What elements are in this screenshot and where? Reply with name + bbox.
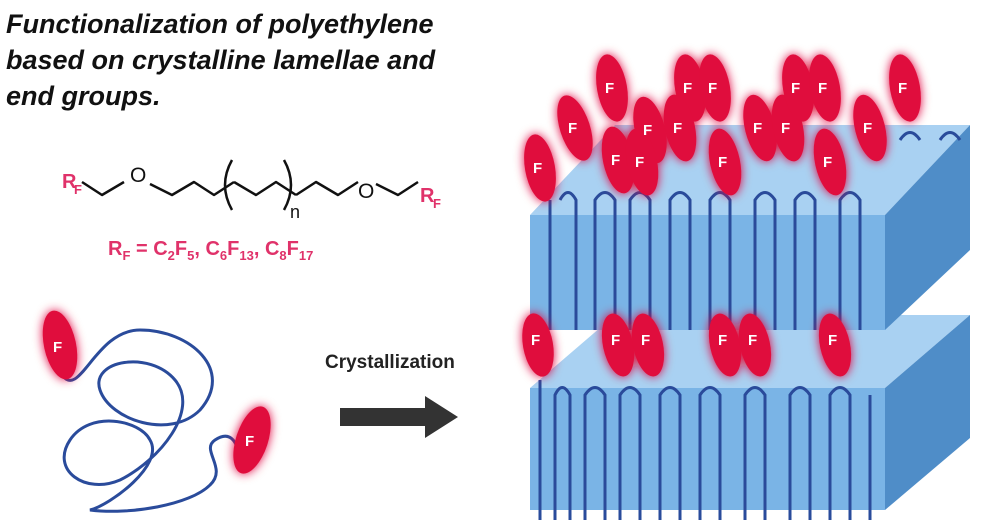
repeat-n: n [290,202,300,222]
crystallization-label: Crystallization [325,352,455,373]
formula-f: F [286,238,299,260]
amorphous-polymer-coil: F F [42,310,271,513]
rf-definition: RF = C2F5, C6F13, C8F17 [108,238,313,263]
f-label: F [818,80,827,97]
f-label: F [531,332,540,349]
f-label: F [605,80,614,97]
formula-eq: = C [130,238,168,260]
end-group-right [233,406,271,474]
f-label: F [635,154,644,171]
lamellae-stack: F F F F F F F F F F F F F F F F F F F F … [522,54,970,520]
coil-chain [60,328,242,513]
formula-sep: , C [194,238,220,260]
formula-lhs: R [108,238,123,260]
oxygen-left: O [130,164,146,187]
rf-right: R [420,185,435,207]
f-label: F [863,120,872,137]
end-group-left [42,310,78,380]
f-label: F [683,80,692,97]
formula-c8: 8 [279,248,287,263]
surface-end-groups-upper [524,54,921,202]
formula-c6: 6 [219,248,228,263]
chemical-structure: R F O n O R F [62,159,441,222]
f-label: F [673,120,682,137]
f-label: F [748,332,757,349]
formula-f5: 5 [187,248,195,263]
f-label: F [533,160,542,177]
lamella-lower [530,315,970,520]
title-line-1: Functionalization of polyethylene [6,9,434,39]
formula-c2: 2 [167,248,175,263]
f-label: F [781,120,790,137]
f-label: F [245,433,254,450]
rf-right-sub: F [433,196,441,211]
f-label: F [708,80,717,97]
surface-end-groups-lower [522,313,852,377]
f-label: F [791,80,800,97]
f-label: F [828,332,837,349]
formula-sep: , C [253,238,280,260]
title-line-2: based on crystalline lamellae and [6,45,436,75]
f-label: F [718,332,727,349]
f-label: F [53,339,62,356]
title-line-3: end groups. [6,81,161,111]
crystallization-arrow [340,396,458,438]
f-label: F [718,154,727,171]
formula-f: F [174,238,188,260]
f-label: F [898,80,907,97]
rf-left-sub: F [74,182,82,197]
title: Functionalization of polyethylene based … [6,6,486,114]
f-label: F [641,332,650,349]
f-label: F [643,122,652,139]
formula-f17: 17 [298,248,314,263]
f-label: F [611,332,620,349]
f-label: F [611,152,620,169]
f-label: F [823,154,832,171]
formula-f13: 13 [239,248,254,263]
rf-left: R [62,171,77,193]
f-label: F [568,120,577,137]
formula-f: F [227,238,240,260]
formula-lhs-sub: F [122,248,131,263]
oxygen-right: O [358,180,374,203]
lamella-upper [530,125,970,330]
f-label: F [753,120,762,137]
